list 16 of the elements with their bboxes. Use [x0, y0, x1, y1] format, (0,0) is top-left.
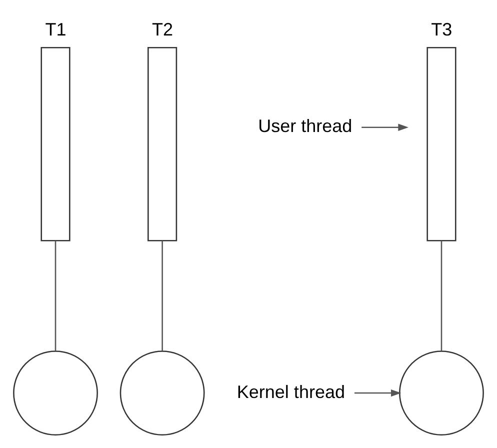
node-label: T3 — [431, 19, 452, 40]
node-circle — [120, 350, 205, 435]
node-label: T2 — [152, 19, 174, 40]
connector — [162, 240, 163, 350]
node-circle — [13, 350, 98, 435]
node-circle — [399, 350, 484, 435]
node-text: Kernel thread — [236, 381, 345, 402]
node-label: T1 — [45, 19, 66, 40]
node-box — [148, 46, 178, 241]
node-box — [426, 46, 456, 241]
connector — [440, 240, 442, 350]
connector — [54, 240, 56, 350]
arrow — [354, 388, 402, 396]
node-box — [40, 46, 70, 241]
arrow — [362, 123, 408, 130]
node-text: User thread — [258, 116, 352, 136]
